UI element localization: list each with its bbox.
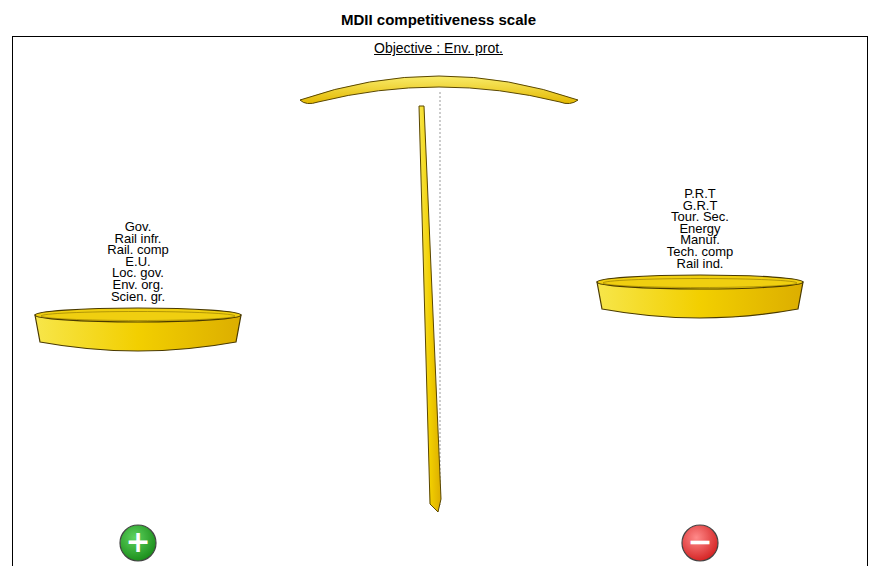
actor-name: E.U.	[32, 256, 244, 268]
actor-name: Gov.	[32, 221, 244, 233]
frame	[13, 37, 868, 566]
actor-name: Tour. Sec.	[594, 211, 806, 223]
actor-name: Scien. gr.	[32, 291, 244, 303]
minus-circle: −	[680, 523, 720, 563]
actor-name: Tech. comp	[594, 246, 806, 258]
sign-symbol: +	[118, 523, 158, 563]
actor-name: Rail infr.	[32, 233, 244, 245]
actor-name: Env. org.	[32, 279, 244, 291]
actor-name: Rail. comp	[32, 244, 244, 256]
scale-pan	[32, 306, 244, 356]
actor-name: Rail ind.	[594, 258, 806, 270]
diagram-title: MDII competitiveness scale	[0, 11, 877, 28]
scale-beam	[300, 76, 578, 104]
sign-symbol: −	[680, 523, 720, 563]
scale-pan	[594, 273, 806, 323]
actor-name: Manuf.	[594, 234, 806, 246]
actor-name: Energy	[594, 223, 806, 235]
actor-list: Gov.Rail infr.Rail. compE.U.Loc. gov.Env…	[32, 221, 244, 302]
actor-name: Loc. gov.	[32, 267, 244, 279]
plumb-line	[440, 92, 441, 505]
plus-circle: +	[118, 523, 158, 563]
actor-name: G.R.T	[594, 200, 806, 212]
scale-needle	[419, 106, 441, 512]
actor-name: P.R.T	[594, 188, 806, 200]
actor-list: P.R.TG.R.TTour. Sec.EnergyManuf.Tech. co…	[594, 188, 806, 269]
scale-pan-group: Gov.Rail infr.Rail. compE.U.Loc. gov.Env…	[32, 221, 244, 356]
scale-pan-group: P.R.TG.R.TTour. Sec.EnergyManuf.Tech. co…	[594, 188, 806, 323]
objective-label: Objective : Env. prot.	[0, 40, 877, 56]
